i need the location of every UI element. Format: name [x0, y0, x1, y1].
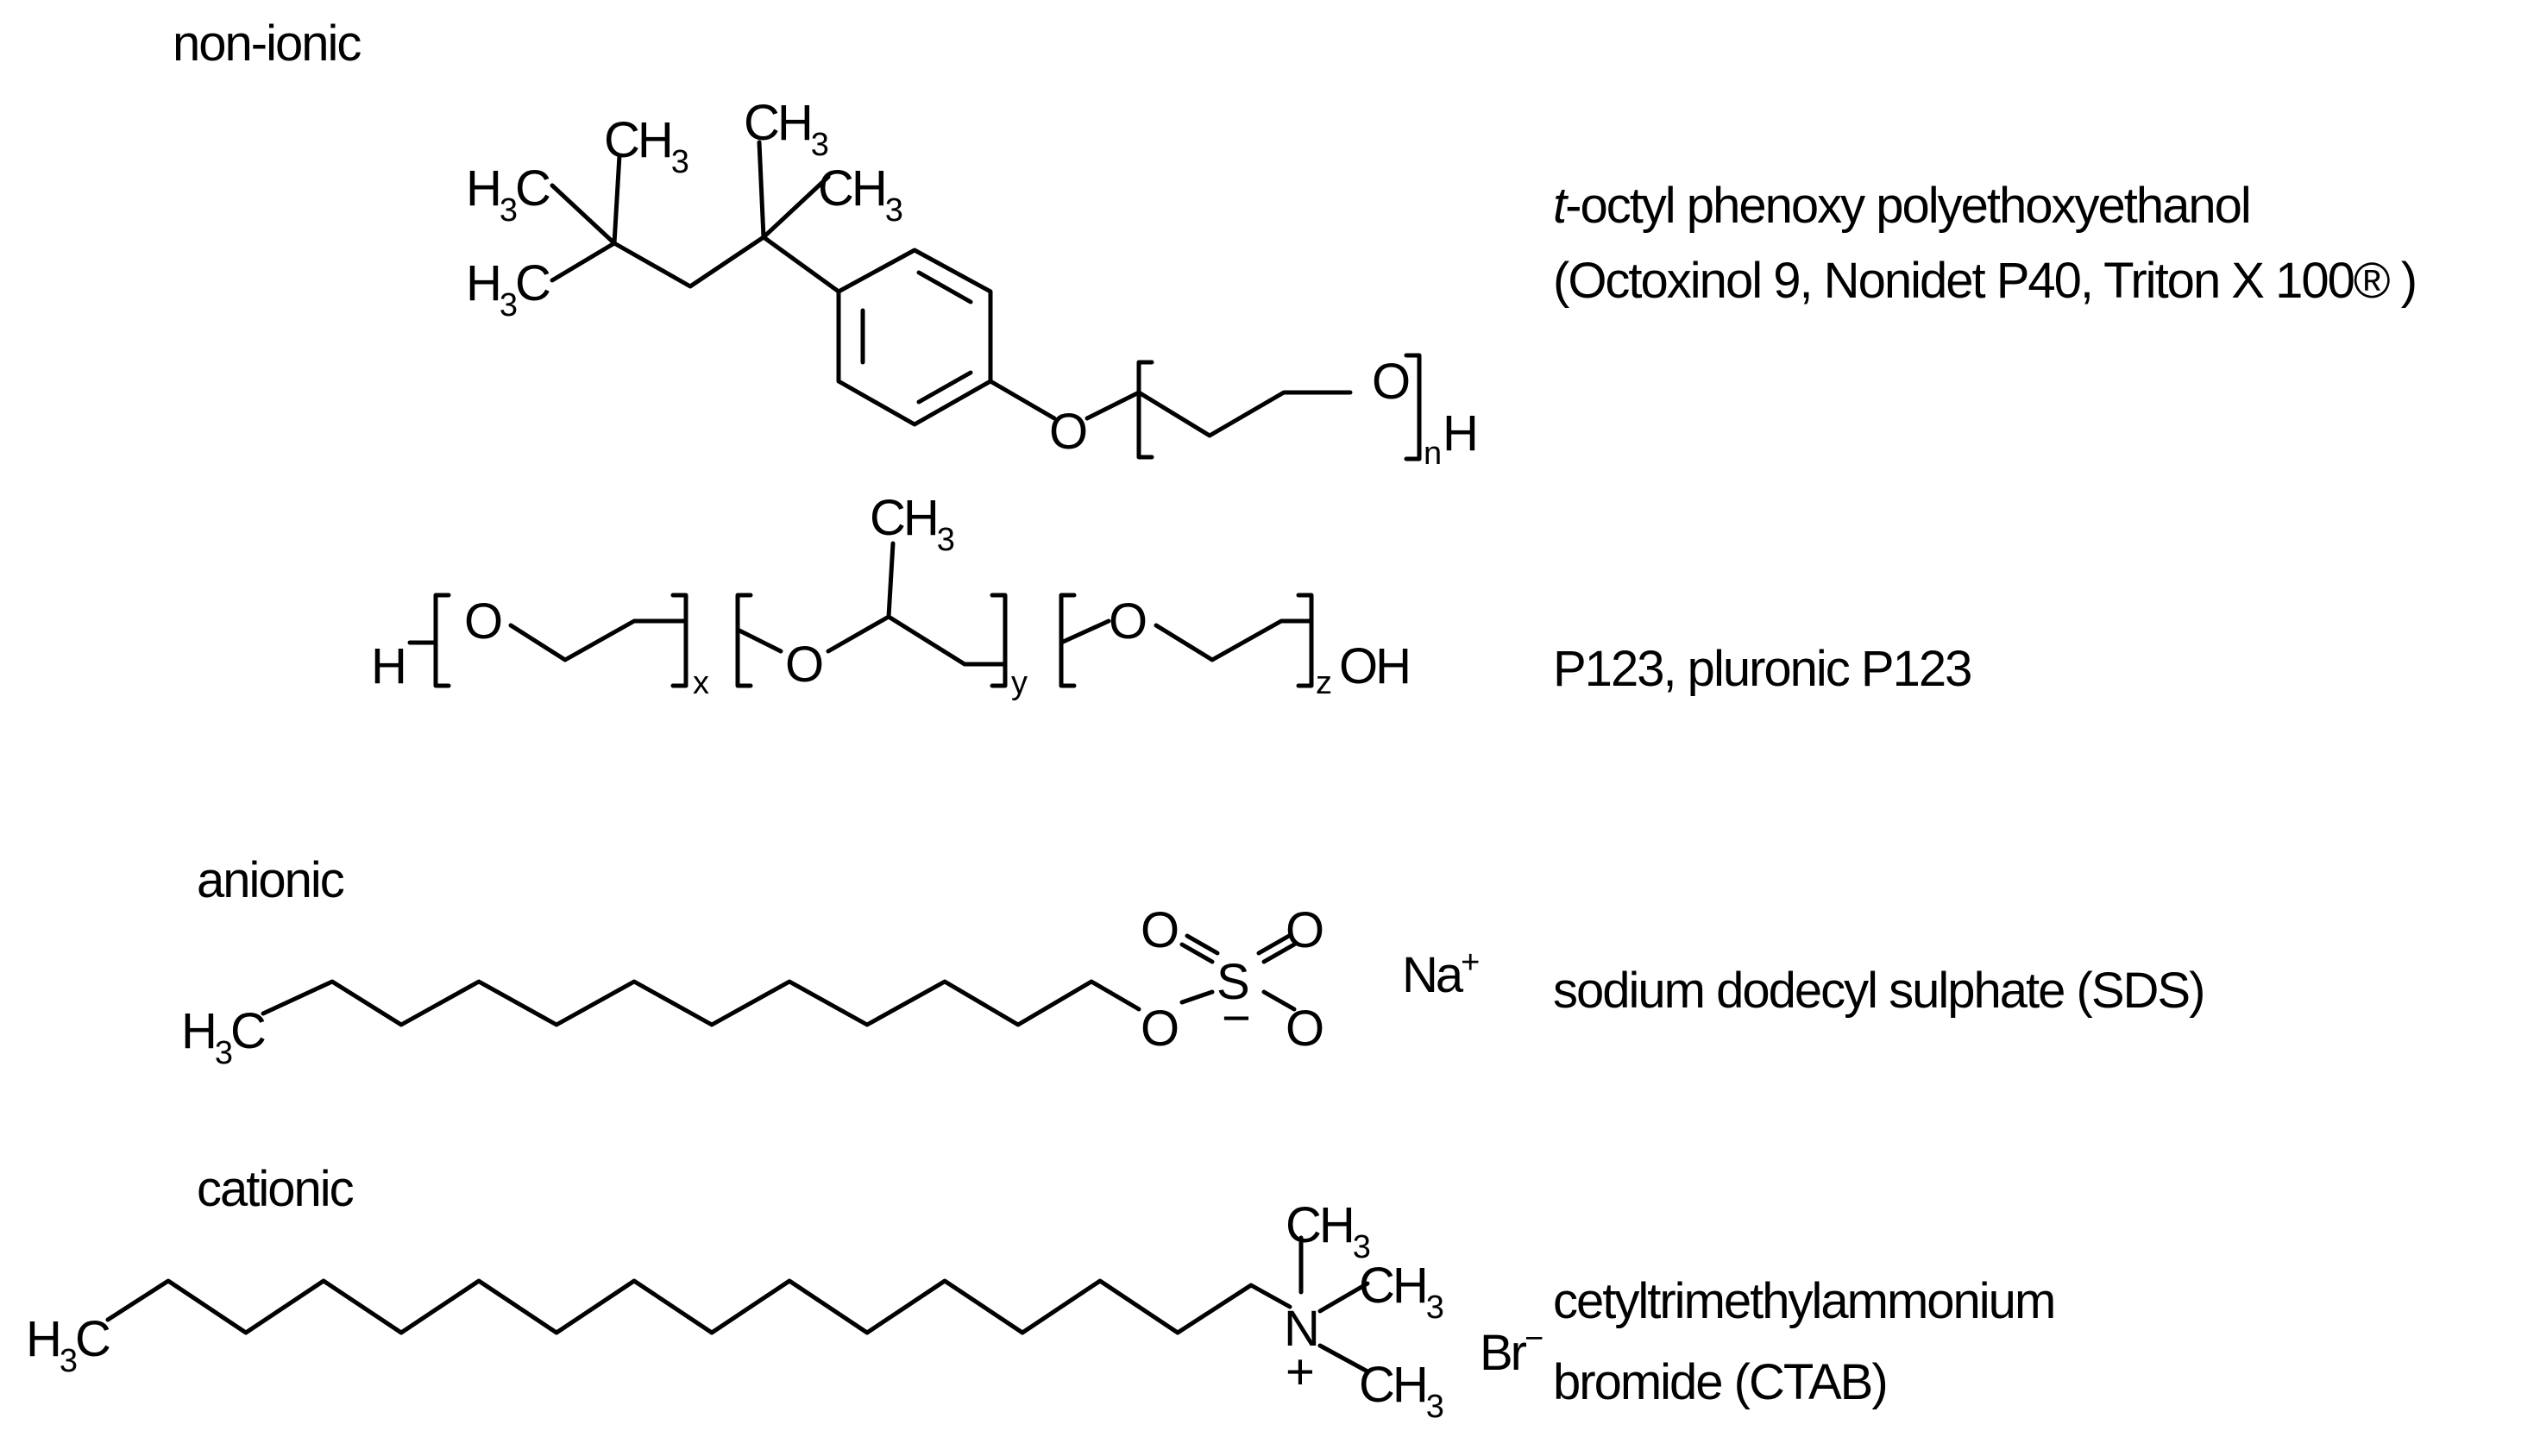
- triton-h3c-lower: H3C: [466, 255, 550, 323]
- triton-repeat-index: n: [1424, 436, 1442, 472]
- sds-name: sodium dodecyl sulphate (SDS): [1553, 963, 2204, 1019]
- ctab-ch3-bottom: CH3: [1359, 1357, 1443, 1425]
- sds-ester-oxygen: O: [1141, 1001, 1178, 1057]
- ctab-ch3-top: CH3: [1286, 1197, 1370, 1265]
- p123-oxygen-2: O: [785, 637, 822, 693]
- category-anionic: anionic: [197, 852, 344, 908]
- p123-oxygen-1: O: [464, 593, 501, 650]
- triton-peg-oxygen: O: [1372, 354, 1409, 410]
- triton-ch3-top-right: CH3: [744, 95, 828, 163]
- ctab-structure: H3C CH3 CH3 CH3 N + Br−: [26, 1197, 1545, 1425]
- sds-sodium-ion: Na+: [1402, 945, 1479, 1003]
- p123-index-z: z: [1316, 665, 1332, 701]
- triton-terminal-hydrogen: H: [1443, 405, 1476, 461]
- ctab-ch3-right: CH3: [1359, 1258, 1443, 1326]
- sds-oxygen-top-right: O: [1286, 902, 1323, 958]
- triton-synonyms: (Octoxinol 9, Nonidet P40, Triton X 100®…: [1553, 253, 2416, 309]
- sds-oxygen-top-left: O: [1141, 902, 1178, 958]
- p123-start-hydrogen: H: [371, 638, 405, 694]
- p123-terminal-oh: OH: [1339, 638, 1409, 694]
- ctab-positive-charge: +: [1286, 1344, 1313, 1400]
- ctab-nitrogen: N: [1284, 1301, 1317, 1357]
- sds-oxygen-bottom-right: O: [1286, 1001, 1323, 1057]
- sds-structure: H3C O O O O S − Na+: [181, 902, 1481, 1071]
- ctab-name-line1: cetyltrimethylammonium: [1553, 1273, 2054, 1329]
- triton-name: t-octyl phenoxy polyethoxyethanol: [1553, 178, 2250, 234]
- category-cationic: cationic: [197, 1161, 354, 1217]
- ctab-bromide-ion: Br−: [1480, 1321, 1543, 1381]
- p123-structure: H O x O CH3 y O z OH: [371, 490, 1411, 701]
- sds-negative-charge: −: [1222, 990, 1249, 1046]
- sds-h3c: H3C: [181, 1003, 265, 1071]
- sds-sulfur: S: [1217, 954, 1248, 1010]
- ctab-h3c: H3C: [26, 1311, 110, 1379]
- triton-ch3-right: CH3: [818, 160, 902, 229]
- triton-ch3-top-left: CH3: [604, 112, 688, 180]
- triton-h3c-upper: H3C: [466, 160, 550, 229]
- triton-ether-oxygen: O: [1049, 404, 1086, 460]
- category-nonionic: non-ionic: [173, 16, 361, 72]
- ctab-name-line2: bromide (CTAB): [1553, 1354, 1887, 1410]
- p123-ch3: CH3: [870, 490, 954, 558]
- triton-structure: CH3 CH3 H3C CH3 H3C O O n H: [466, 95, 1479, 472]
- p123-index-y: y: [1011, 665, 1028, 701]
- p123-index-x: x: [693, 665, 709, 701]
- p123-name: P123, pluronic P123: [1553, 641, 1971, 697]
- p123-oxygen-3: O: [1109, 593, 1146, 650]
